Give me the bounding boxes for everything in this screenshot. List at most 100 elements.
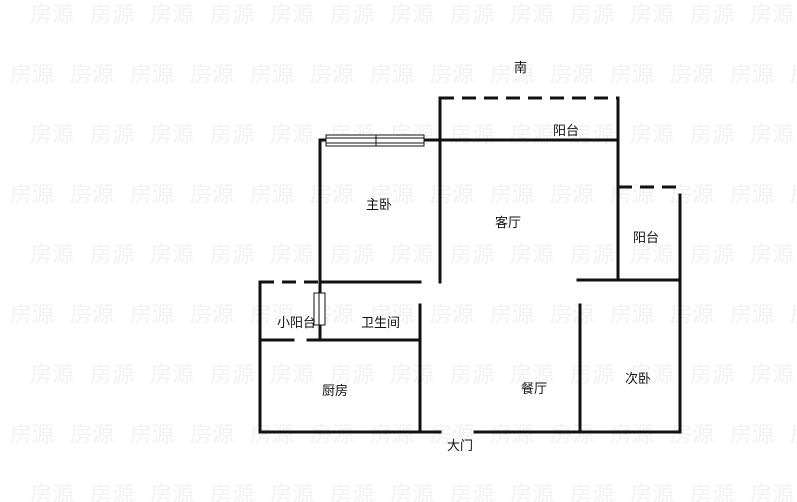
watermark-tile: 房源 [490, 423, 534, 448]
watermark-tile: 房源 [510, 483, 554, 502]
watermark-tile: 房源 [310, 183, 354, 208]
watermark-tile: 房源 [250, 423, 294, 448]
watermark-tile: 房源 [690, 483, 734, 502]
watermark-tile: 房源 [190, 63, 234, 88]
watermark-tile: 房源 [550, 303, 594, 328]
watermark-tile: 房源 [690, 123, 734, 148]
watermark-tile: 房源 [390, 3, 434, 28]
watermark-tile: 房源 [670, 183, 714, 208]
watermark-tile: 房源 [150, 3, 194, 28]
watermark-tile: 房源 [610, 423, 654, 448]
watermark-tile: 房源 [730, 303, 774, 328]
watermark-tile: 房源 [10, 303, 54, 328]
room-label-bathroom: 卫生间 [361, 316, 400, 331]
watermark-tile: 房源 [730, 63, 774, 88]
watermark-tile: 房源 [30, 483, 74, 502]
watermark-tile: 房源 [30, 363, 74, 388]
watermark-tile: 房源 [570, 243, 614, 268]
watermark-tile: 房源 [190, 303, 234, 328]
watermark-tile: 房源 [210, 3, 254, 28]
watermark-tile: 房源 [210, 483, 254, 502]
watermark-tile: 房源 [210, 363, 254, 388]
watermark-tile: 房源 [550, 423, 594, 448]
watermark-tile: 房源 [690, 363, 734, 388]
room-label-dining-room: 餐厅 [521, 381, 547, 397]
watermark-tile: 房源 [510, 243, 554, 268]
watermark-tile: 房源 [150, 243, 194, 268]
watermark-tile: 房源 [510, 3, 554, 28]
watermark-tile: 房源 [130, 423, 174, 448]
watermark-tile: 房源 [130, 303, 174, 328]
watermark-tile: 房源 [570, 363, 614, 388]
watermark-tile: 房源 [90, 243, 134, 268]
watermark-tile: 房源 [190, 423, 234, 448]
watermark-tile: 房源 [630, 3, 674, 28]
watermark-tile: 房源 [310, 423, 354, 448]
watermark-tile: 房源 [70, 183, 114, 208]
watermark-tile: 房源 [610, 63, 654, 88]
watermark-tile: 房源 [210, 243, 254, 268]
watermark-tile: 房源 [490, 183, 534, 208]
watermark-tile: 房源 [30, 123, 74, 148]
watermark-tile: 房源 [10, 183, 54, 208]
watermark-tile: 房源 [430, 183, 474, 208]
room-label-living-room: 客厅 [495, 215, 521, 231]
watermark-tile: 房源 [630, 363, 674, 388]
watermark-tile: 房源 [10, 63, 54, 88]
watermark-tile: 房源 [90, 123, 134, 148]
watermark-tile: 房源 [390, 243, 434, 268]
watermark-tile: 房源 [550, 183, 594, 208]
watermark-tile: 房源 [690, 3, 734, 28]
watermark-tile: 房源 [90, 3, 134, 28]
watermark-tile: 房源 [330, 483, 374, 502]
watermark-tile: 房源 [90, 483, 134, 502]
watermark-tile: 房源 [270, 3, 314, 28]
watermark-tile: 房源 [670, 423, 714, 448]
watermark-tile: 房源 [330, 3, 374, 28]
watermark-tile: 房源 [750, 3, 794, 28]
watermark-tile: 房源 [630, 483, 674, 502]
watermark-tile: 房源 [790, 183, 797, 208]
watermark-tile: 房源 [630, 243, 674, 268]
watermark-tile: 房源 [510, 123, 554, 148]
watermark-tile: 房源 [450, 123, 494, 148]
balcony-dashed-edges [260, 96, 680, 284]
watermark-tile: 房源 [730, 423, 774, 448]
watermark-tile: 房源 [370, 423, 414, 448]
watermark-tile: 房源 [790, 63, 797, 88]
room-label-second-bedroom: 次卧 [625, 371, 651, 387]
watermark-tile: 房源 [30, 243, 74, 268]
room-label-small-balcony: 小阳台 [277, 316, 316, 331]
watermark-tile: 房源 [70, 303, 114, 328]
watermark-tile: 房源 [430, 63, 474, 88]
watermark-tile: 房源 [390, 483, 434, 502]
watermark-tile: 房源 [390, 363, 434, 388]
watermark-tile: 房源 [130, 183, 174, 208]
watermark-tile: 房源 [30, 3, 74, 28]
watermark-tile: 房源 [450, 363, 494, 388]
watermark-tile: 房源 [450, 243, 494, 268]
watermark-tile: 房源 [430, 303, 474, 328]
watermark-tile: 房源 [750, 483, 794, 502]
watermark-tile: 房源 [150, 363, 194, 388]
watermark-tile: 房源 [450, 483, 494, 502]
room-label-kitchen: 厨房 [322, 383, 348, 399]
watermark-tile: 房源 [210, 123, 254, 148]
room-label-master-bedroom: 主卧 [366, 198, 392, 213]
window-master-bedroom [325, 134, 425, 147]
watermark-tile: 房源 [550, 63, 594, 88]
watermark-tile: 房源 [430, 423, 474, 448]
watermark-tile: 房源 [250, 303, 294, 328]
watermark-tile: 房源 [190, 183, 234, 208]
watermark-tile: 房源 [270, 363, 314, 388]
watermark-tile: 房源 [630, 123, 674, 148]
watermark-tile: 房源 [490, 303, 534, 328]
watermark-tile: 房源 [790, 303, 797, 328]
watermark-tile: 房源 [510, 363, 554, 388]
watermark-tile: 房源 [450, 3, 494, 28]
watermark-tile: 房源 [150, 123, 194, 148]
watermark-tile: 房源 [90, 363, 134, 388]
room-label-balcony-south: 阳台 [553, 124, 579, 139]
watermark-tile: 房源 [570, 483, 614, 502]
